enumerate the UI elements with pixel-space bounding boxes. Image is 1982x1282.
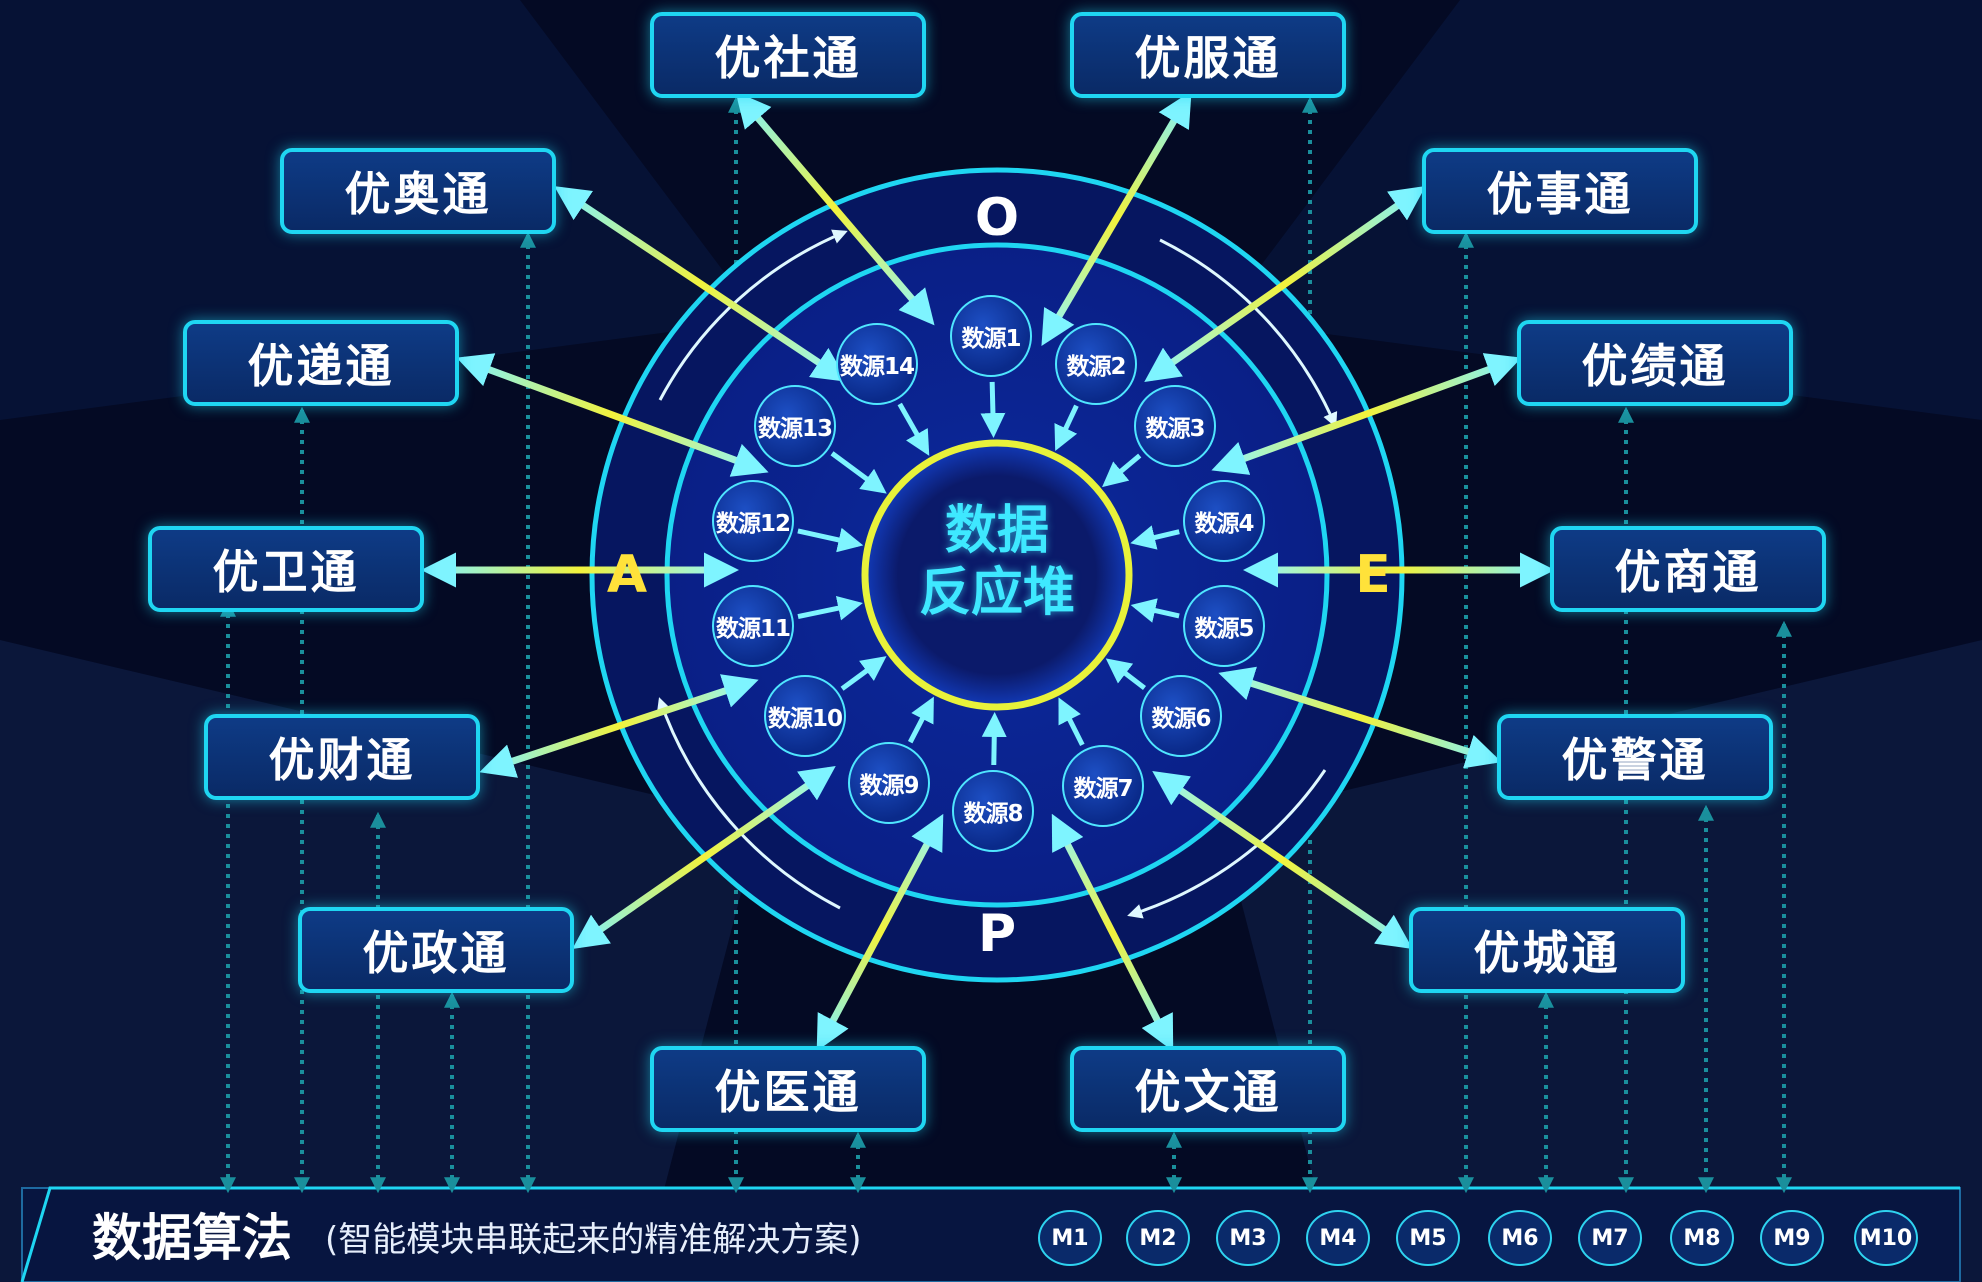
app-box-shi[interactable]: 优事通 [1422, 148, 1698, 234]
source-to-core-arrows [797, 381, 1180, 766]
module-m8[interactable]: M8 [1670, 1210, 1734, 1266]
source-arrow-5 [1130, 598, 1180, 623]
data-source-10[interactable]: 数源10 [764, 675, 846, 757]
source-arrow-3 [1102, 453, 1142, 488]
app-box-cheng[interactable]: 优城通 [1409, 907, 1685, 993]
spoke-cai [479, 674, 759, 778]
source-arrow-8 [981, 711, 1007, 766]
data-source-2[interactable]: 数源2 [1055, 323, 1137, 405]
ring-letter-bottom: P [977, 904, 1017, 964]
app-box-ji[interactable]: 优绩通 [1517, 320, 1793, 406]
source-arrow-11 [797, 595, 863, 621]
module-m3[interactable]: M3 [1216, 1210, 1280, 1266]
spoke-jing [1218, 666, 1502, 769]
spoke-zheng [572, 766, 836, 949]
spoke-fu [1041, 90, 1192, 347]
spoke-shi [1144, 186, 1426, 382]
data-source-11[interactable]: 数源11 [712, 585, 794, 667]
module-m1[interactable]: M1 [1038, 1210, 1102, 1266]
ring-letter-right: E [1355, 545, 1391, 605]
data-source-1[interactable]: 数源1 [950, 295, 1032, 377]
module-m4[interactable]: M4 [1306, 1210, 1370, 1266]
module-m7[interactable]: M7 [1578, 1210, 1642, 1266]
source-arrow-4 [1130, 525, 1180, 550]
source-arrow-12 [797, 527, 864, 553]
source-arrow-14 [897, 402, 930, 456]
source-arrow-2 [1054, 404, 1079, 451]
source-arrow-13 [830, 451, 887, 494]
data-source-3[interactable]: 数源3 [1134, 385, 1216, 467]
core-label-line1: 数据 [944, 501, 1049, 561]
data-source-14[interactable]: 数源14 [836, 323, 918, 405]
bottom-bar-edge [20, 1186, 1960, 1282]
module-m10[interactable]: M10 [1854, 1210, 1918, 1266]
core-label-line2: 反应堆 [918, 563, 1075, 623]
app-box-she[interactable]: 优社通 [650, 12, 926, 98]
module-m9[interactable]: M9 [1760, 1210, 1824, 1266]
ring-letter-left: A [606, 545, 648, 605]
core-circle [861, 439, 1133, 711]
spoke-wen [1051, 813, 1174, 1052]
app-box-wen[interactable]: 优文通 [1070, 1046, 1346, 1132]
module-m6[interactable]: M6 [1488, 1210, 1552, 1266]
spoke-yi [816, 813, 944, 1052]
spoke-cheng [1152, 771, 1413, 949]
data-source-8[interactable]: 数源8 [952, 770, 1034, 852]
source-arrow-7 [1058, 697, 1085, 747]
source-arrow-1 [980, 381, 1006, 439]
algorithm-subtitle: (智能模块串联起来的精准解决方案) [325, 1220, 862, 1260]
module-m2[interactable]: M2 [1126, 1210, 1190, 1266]
data-source-5[interactable]: 数源5 [1183, 585, 1265, 667]
app-box-ao[interactable]: 优奥通 [280, 148, 556, 234]
app-box-fu[interactable]: 优服通 [1070, 12, 1346, 98]
app-box-jing[interactable]: 优警通 [1497, 714, 1773, 800]
source-arrow-9 [907, 696, 934, 744]
source-arrow-10 [840, 656, 887, 691]
data-source-9[interactable]: 数源9 [848, 742, 930, 824]
data-source-12[interactable]: 数源12 [712, 480, 794, 562]
algorithm-title: 数据算法 [92, 1209, 292, 1267]
spoke-ao [554, 186, 848, 382]
spoke-ji [1211, 353, 1522, 475]
app-box-di[interactable]: 优递通 [183, 320, 459, 406]
core-label: 数据 反应堆 [887, 500, 1107, 624]
data-source-13[interactable]: 数源13 [754, 385, 836, 467]
app-box-yi[interactable]: 优医通 [650, 1046, 926, 1132]
app-box-zheng[interactable]: 优政通 [298, 907, 574, 993]
app-box-wei[interactable]: 优卫通 [148, 526, 424, 612]
app-box-shang[interactable]: 优商通 [1550, 526, 1826, 612]
source-arrow-6 [1105, 658, 1147, 691]
data-source-7[interactable]: 数源7 [1062, 745, 1144, 827]
module-m5[interactable]: M5 [1396, 1210, 1460, 1266]
app-box-cai[interactable]: 优财通 [204, 714, 480, 800]
spoke-di [456, 353, 769, 477]
app-spokes [421, 90, 1555, 1052]
ring-letter-top: O [974, 188, 1020, 248]
data-source-4[interactable]: 数源4 [1183, 480, 1265, 562]
data-source-6[interactable]: 数源6 [1140, 675, 1222, 757]
